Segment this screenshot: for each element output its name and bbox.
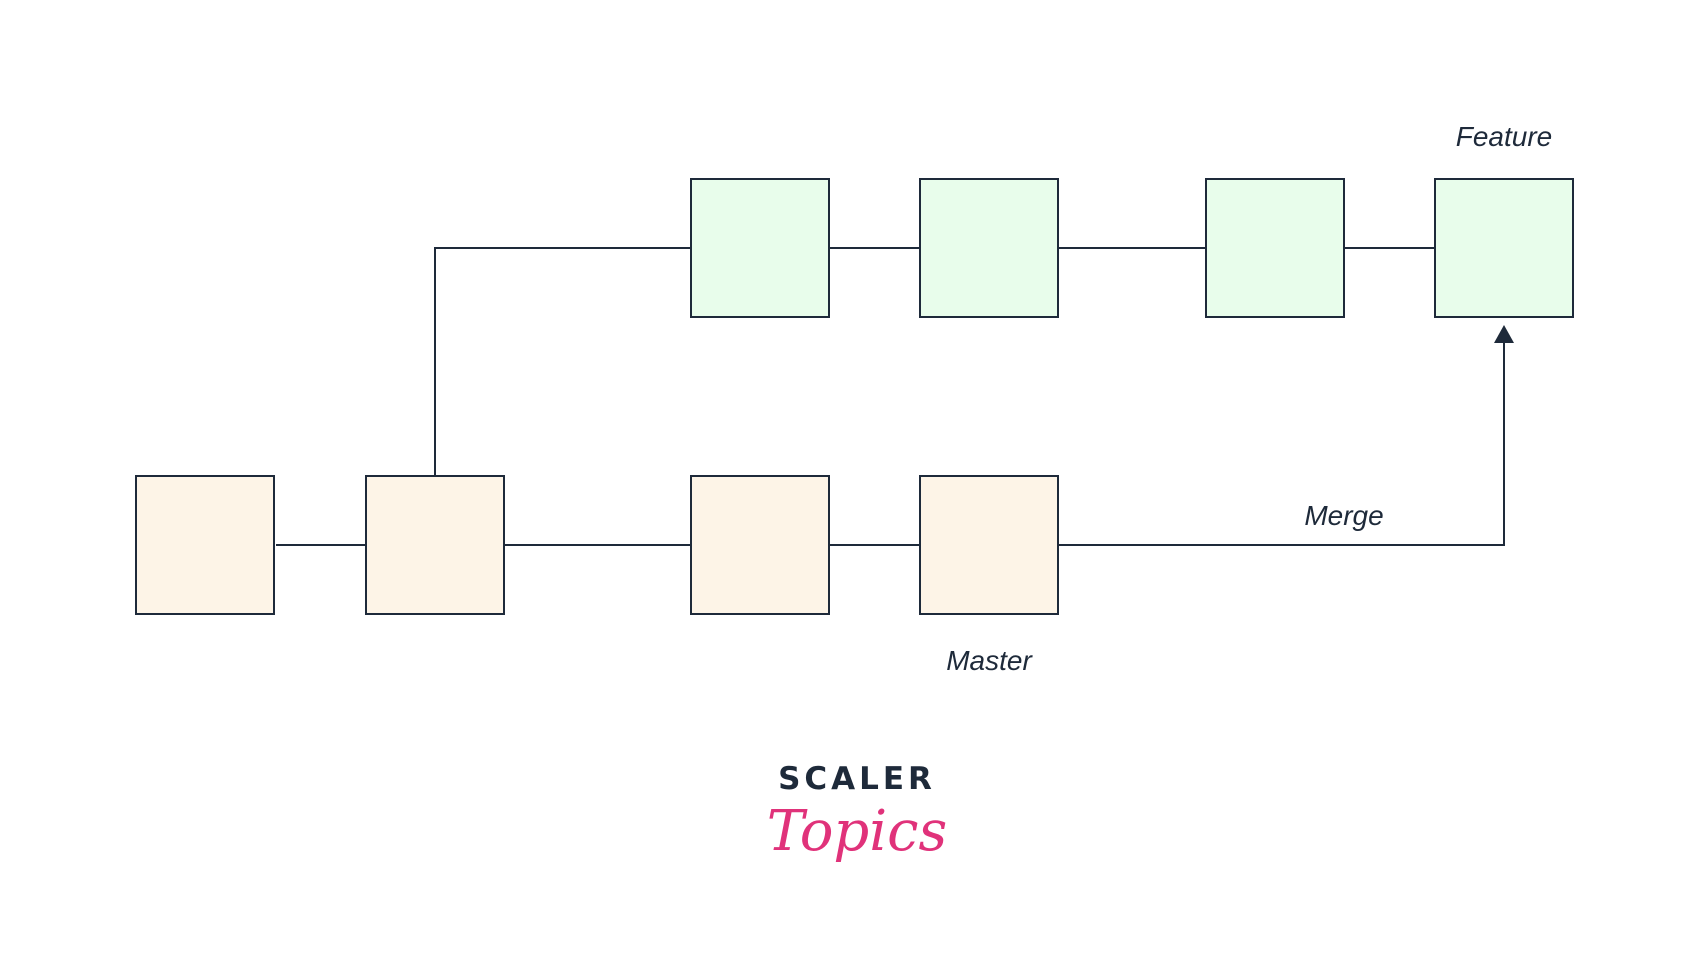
feature-commit-1 — [690, 178, 830, 318]
logo-scaler-text: SCALER — [778, 761, 936, 797]
feature-commit-4 — [1434, 178, 1574, 318]
master-branch — [135, 475, 1059, 615]
master-commit-3 — [690, 475, 830, 615]
master-commit-1 — [135, 475, 275, 615]
edge-branch-off — [434, 247, 691, 476]
master-commit-2 — [365, 475, 505, 615]
master-commit-4 — [919, 475, 1059, 615]
merge-label: Merge — [1304, 500, 1383, 531]
feature-commit-3 — [1205, 178, 1345, 318]
logo-topics-text: Topics — [767, 799, 948, 864]
master-label: Master — [946, 645, 1033, 676]
feature-commit-2 — [919, 178, 1059, 318]
feature-label: Feature — [1456, 121, 1553, 152]
merge-arrow-line — [1058, 340, 1505, 546]
merge-arrowhead — [1494, 325, 1514, 343]
scaler-topics-logo: SCALER Topics — [767, 761, 948, 864]
edges — [276, 247, 1514, 546]
feature-branch — [690, 178, 1574, 318]
